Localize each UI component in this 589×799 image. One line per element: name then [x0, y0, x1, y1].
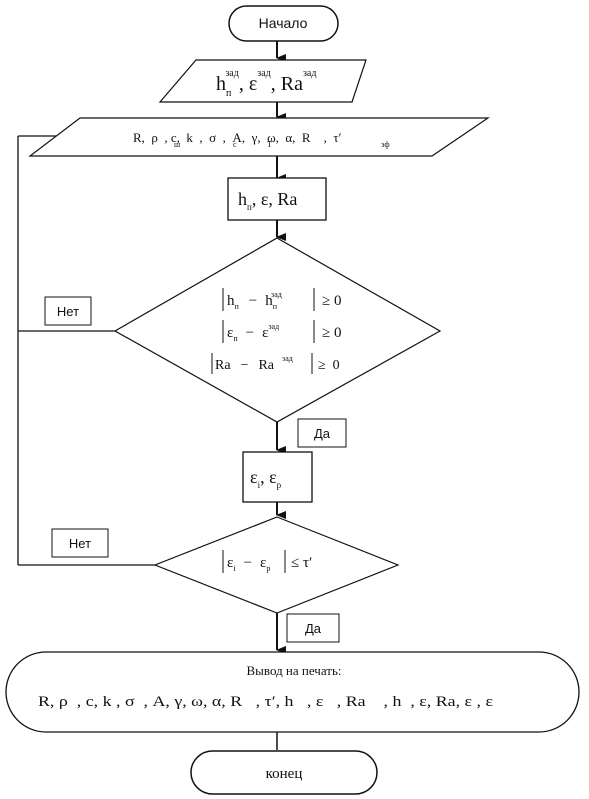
target-input-parallelogram [158, 59, 367, 103]
decision-condition-1 [113, 237, 442, 423]
svg-text:εп−εзад: εп−εзад [227, 322, 279, 343]
svg-text:ш: ш [174, 140, 181, 149]
no-label-1: Нет [57, 304, 79, 319]
input-params: R, ρ , c, k , σ , A, γ, ω, α, R , τ′ [133, 130, 342, 145]
svg-text:эф: эф [381, 140, 390, 149]
compute2-params: εi, εp [250, 467, 282, 490]
end-label: конец [266, 766, 303, 782]
end-terminator [190, 750, 378, 795]
svg-text:≤ τ′: ≤ τ′ [291, 555, 312, 571]
yes-label-box-2 [286, 613, 340, 643]
condition-2-text: εi−εp ≤ τ′ [222, 550, 312, 573]
svg-text:≥ 0: ≥ 0 [322, 325, 341, 341]
compute-epsilon-box [242, 451, 313, 503]
svg-text:hп−hпзад: hп−hпзад [227, 290, 282, 311]
input-params-parallelogram [28, 117, 490, 157]
svg-text:T: T [267, 140, 272, 149]
compute-process-box [227, 177, 327, 221]
output-params: R, ρ , c, k , σ , A, γ, ω, α, R , τ′, h … [38, 694, 493, 710]
yes-label-1: Да [314, 426, 331, 441]
no-label-box-1 [44, 296, 92, 326]
no-label-2: Нет [69, 536, 91, 551]
yes-label-2: Да [305, 621, 322, 636]
no-label-box-2 [51, 528, 109, 558]
start-label: Начало [259, 15, 308, 31]
yes-label-box-1 [297, 418, 347, 448]
svg-text:Ra−Raзад: Ra−Raзад [215, 354, 293, 373]
compute-params: hп, ε, Ra [238, 189, 297, 212]
svg-text:c: c [233, 140, 237, 149]
output-terminator [5, 651, 580, 733]
svg-text:εi−εp: εi−εp [227, 555, 270, 573]
loop-back-lines [17, 135, 155, 566]
decision-condition-2 [153, 516, 400, 614]
target-params: hпзад, εзад, Raзад [216, 68, 316, 99]
output-title: Вывод на печать: [246, 663, 341, 678]
svg-text:≥ 0: ≥ 0 [322, 293, 341, 309]
input-param-subscripts: ш c T эф [174, 140, 390, 149]
svg-text:≥ 0: ≥ 0 [318, 358, 340, 373]
start-terminator [228, 5, 339, 42]
